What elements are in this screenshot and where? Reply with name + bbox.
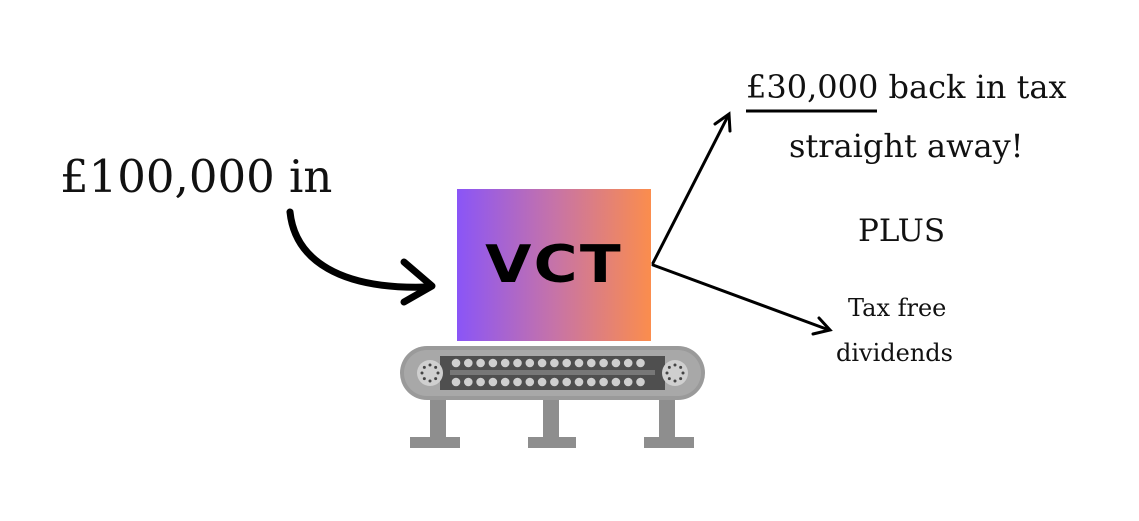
conveyor-roller [525,377,535,387]
wheel-bolt [667,377,671,381]
wheel-bolt [434,365,438,369]
conveyor-roller [476,358,485,368]
wheel-bolt [673,363,677,367]
dividends-line2: dividends [836,339,953,367]
tax-back-amount: £30,000 [746,68,879,106]
wheel-bolt [673,379,677,383]
conveyor-roller [587,377,596,387]
wheel-bolt [422,377,426,381]
conveyor-roller [476,377,485,387]
conveyor-roller [611,358,621,368]
wheel-bolt [422,365,426,369]
conveyor-roller [623,377,633,387]
conveyor-roller [574,377,584,387]
conveyor-roller [451,358,461,368]
conveyor-roller [500,358,510,368]
wheel-bolt [665,371,669,375]
conveyor-roller [537,377,547,387]
conveyor-roller [500,377,510,387]
conveyor-belt [400,346,705,400]
conveyor-roller [464,377,473,387]
wheel-bolt [436,371,440,375]
wheel-bolt [428,363,432,367]
arrow-dividends [651,263,833,336]
vct-box [457,189,651,341]
plus-label: PLUS [858,213,946,249]
conveyor-roller [513,377,522,387]
tax-back-line2: straight away! [789,127,1024,165]
conveyor-roller [562,358,571,368]
conveyor-roller [513,358,522,368]
wheel-bolt [667,365,671,369]
conveyor-roller [636,358,645,368]
vct-label: VCT [485,235,623,295]
conveyor-roller [550,358,559,368]
conveyor-roller [537,358,547,368]
wheel-bolt [681,371,685,375]
wheel-bolt [428,379,432,383]
conveyor-roller [623,358,633,368]
wheel-bolt [420,371,424,375]
conveyor-roller [488,358,498,368]
conveyor-roller [636,377,645,387]
dividends-line1: Tax free [848,294,947,322]
conveyor-roller [562,377,571,387]
arrow-tax-back [651,111,732,265]
conveyor-roller [464,358,473,368]
conveyor-roller [574,358,584,368]
input-amount-label: £100,000 in [60,150,333,203]
wheel-bolt [679,365,683,369]
conveyor-roller [587,358,596,368]
tax-back-line1: £30,000 back in tax [746,68,1067,106]
conveyor-roller [451,377,461,387]
conveyor-roller [611,377,621,387]
conveyor-roller [550,377,559,387]
conveyor-legs [410,395,694,448]
conveyor-roller [599,358,608,368]
wheel-bolt [679,377,683,381]
curved-arrow-in [286,208,436,306]
conveyor-roller [599,377,608,387]
conveyor-roller [525,358,535,368]
tax-back-text: back in tax [878,68,1067,106]
wheel-bolt [434,377,438,381]
conveyor-roller [488,377,498,387]
